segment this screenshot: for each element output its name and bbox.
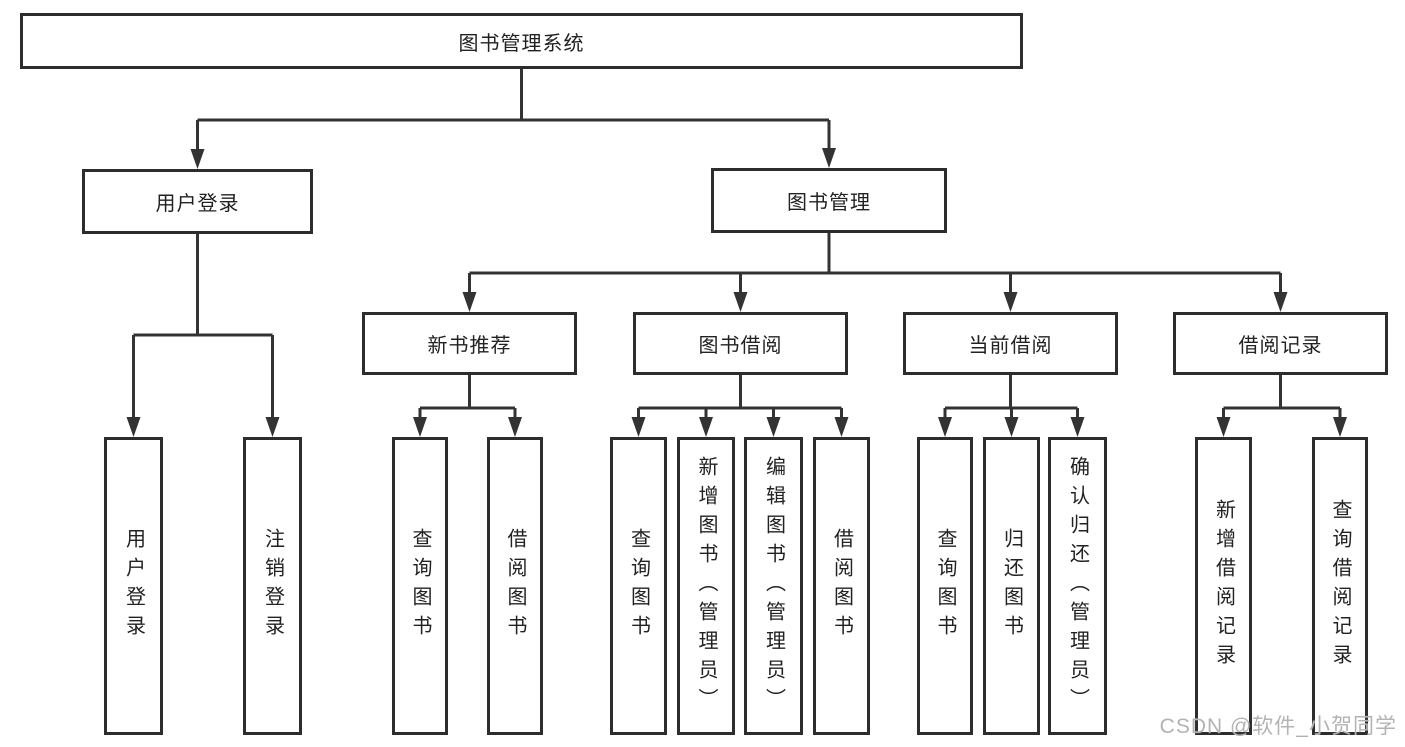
leaf-query-books-borrow: 查询图书 [610, 437, 667, 735]
node-label: 借阅记录 [1238, 335, 1323, 357]
node-label: 新书推荐 [427, 335, 512, 357]
node-label: 图书管理 [787, 192, 871, 214]
node-book-management: 图书管理 [711, 168, 947, 233]
node-label: 新增图书（管理员） [695, 455, 717, 717]
node-label: 查询图书 [627, 528, 650, 644]
node-label: 用户登录 [155, 193, 240, 215]
node-label: 新增借阅记录 [1212, 499, 1235, 673]
leaf-confirm-return-admin: 确认归还（管理员） [1048, 437, 1107, 735]
leaf-add-borrow-record: 新增借阅记录 [1195, 437, 1252, 735]
node-root-library-system: 图书管理系统 [20, 13, 1023, 69]
leaf-logout: 注销登录 [243, 437, 302, 735]
leaf-user-login: 用户登录 [104, 437, 163, 735]
node-user-login: 用户登录 [82, 169, 313, 234]
node-label: 编辑图书（管理员） [762, 455, 785, 717]
arrow-down-icons [126, 148, 1347, 437]
leaf-borrow-books: 借阅图书 [813, 437, 870, 735]
node-label: 借阅图书 [830, 528, 853, 644]
node-label: 确认归还（管理员） [1066, 455, 1089, 717]
node-label: 图书管理系统 [458, 32, 585, 55]
node-label: 归还图书 [1000, 528, 1023, 644]
node-label: 查询图书 [934, 528, 956, 644]
leaf-query-books-current: 查询图书 [917, 437, 973, 735]
node-borrowing-records: 借阅记录 [1173, 312, 1388, 375]
node-label: 借阅图书 [504, 528, 526, 644]
node-label: 图书借阅 [698, 335, 783, 357]
leaf-query-books-recommend: 查询图书 [392, 437, 448, 735]
node-label: 用户登录 [122, 528, 145, 644]
leaf-add-books-admin: 新增图书（管理员） [677, 437, 735, 735]
leaf-query-borrow-record: 查询借阅记录 [1312, 437, 1368, 735]
node-current-borrowing: 当前借阅 [903, 312, 1118, 375]
node-label: 注销登录 [261, 528, 284, 644]
node-new-book-recommend: 新书推荐 [362, 312, 577, 375]
leaf-borrow-books-recommend: 借阅图书 [487, 437, 543, 735]
leaf-return-books: 归还图书 [983, 437, 1040, 735]
node-label: 查询借阅记录 [1329, 499, 1351, 673]
leaf-edit-books-admin: 编辑图书（管理员） [744, 437, 803, 735]
node-book-borrowing: 图书借阅 [633, 312, 848, 375]
csdn-watermark: CSDN @软件_小贺同学 [1159, 715, 1397, 738]
node-label: 当前借阅 [968, 335, 1053, 357]
node-label: 查询图书 [409, 528, 431, 644]
